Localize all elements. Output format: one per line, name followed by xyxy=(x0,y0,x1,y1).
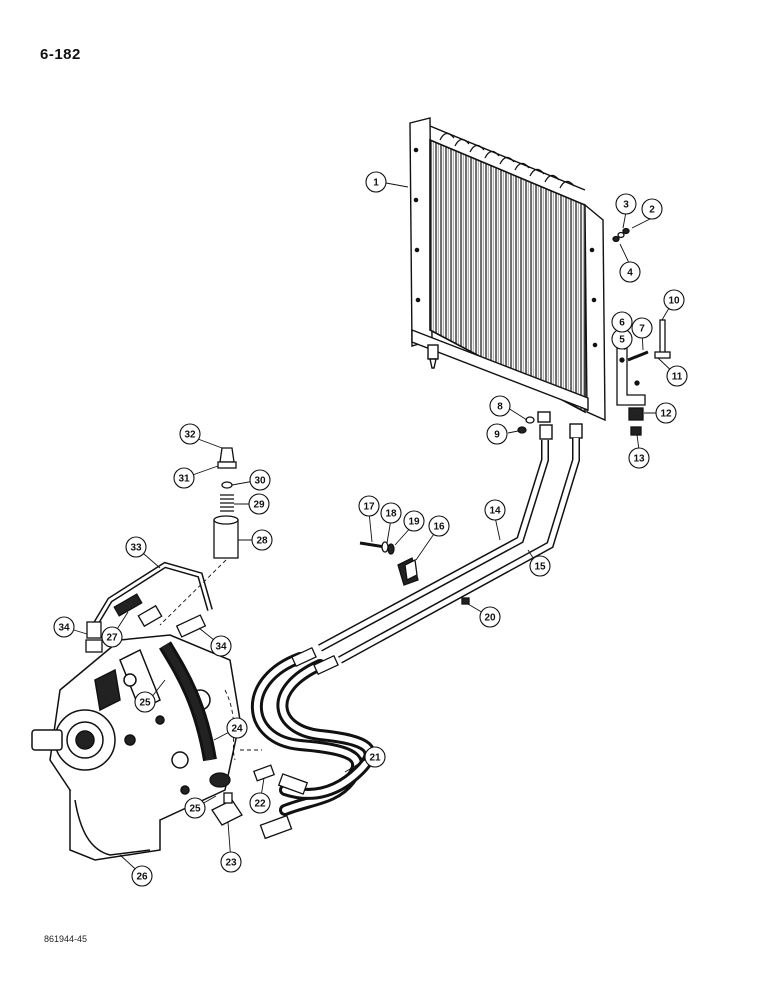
cooler-right-plate xyxy=(584,203,606,422)
svg-text:34: 34 xyxy=(58,623,70,634)
callout-20: 20 xyxy=(479,606,501,628)
svg-text:19: 19 xyxy=(408,517,420,528)
callout-23: 23 xyxy=(220,851,242,873)
callout-22: 22 xyxy=(249,792,271,814)
cooler-core xyxy=(429,138,586,414)
callout-14: 14 xyxy=(484,499,506,521)
callout-1: 1 xyxy=(365,171,387,193)
callout-19: 19 xyxy=(403,510,425,532)
svg-text:31: 31 xyxy=(178,474,190,485)
svg-text:24: 24 xyxy=(231,724,243,735)
svg-text:11: 11 xyxy=(672,372,683,383)
svg-text:12: 12 xyxy=(660,409,672,420)
tube-lines xyxy=(318,438,580,664)
callout-18: 18 xyxy=(380,502,402,524)
svg-text:33: 33 xyxy=(130,543,142,554)
svg-text:29: 29 xyxy=(253,500,265,511)
callout-30: 30 xyxy=(249,469,271,491)
cooler-bottom-rail xyxy=(411,328,589,412)
svg-text:9: 9 xyxy=(494,430,500,441)
transmission-tube xyxy=(92,561,213,627)
callout-9: 9 xyxy=(486,423,508,445)
callout-31: 31 xyxy=(173,467,195,489)
callout-16: 16 xyxy=(428,515,450,537)
relief-valve-parts xyxy=(213,447,239,559)
callout-26: 26 xyxy=(131,865,153,887)
transmission-fittings xyxy=(85,593,207,653)
bypass-hose xyxy=(158,641,217,762)
callout-5: 5 xyxy=(611,328,633,350)
callout-11: 11 xyxy=(666,365,688,387)
callouts: 1 2 3 4 5 6 7 8 9 10 11 12 13 14 15 16 1… xyxy=(53,171,688,887)
hoses xyxy=(250,652,376,816)
hose-fittings xyxy=(259,646,339,840)
callout-25: 25 xyxy=(184,797,206,819)
callout-10: 10 xyxy=(663,289,685,311)
drain-fitting xyxy=(427,344,439,360)
svg-text:28: 28 xyxy=(256,536,268,547)
svg-text:18: 18 xyxy=(385,509,397,520)
page-number: 6-182 xyxy=(40,46,81,63)
callout-12: 12 xyxy=(655,402,677,424)
svg-text:22: 22 xyxy=(254,799,266,810)
callout-15: 15 xyxy=(529,555,551,577)
oil-cooler xyxy=(409,117,606,440)
cooler-left-plate xyxy=(409,117,433,347)
svg-text:15: 15 xyxy=(534,562,546,573)
callout-7: 7 xyxy=(631,317,653,339)
svg-text:34: 34 xyxy=(215,642,227,653)
svg-text:1: 1 xyxy=(373,178,379,189)
svg-text:23: 23 xyxy=(225,858,237,869)
callout-32: 32 xyxy=(179,423,201,445)
tube-clamp xyxy=(359,541,470,605)
svg-text:13: 13 xyxy=(633,454,645,465)
callout-34: 34 xyxy=(53,616,75,638)
svg-text:27: 27 xyxy=(106,633,118,644)
svg-text:26: 26 xyxy=(136,872,148,883)
callout-34: 34 xyxy=(210,635,232,657)
svg-text:2: 2 xyxy=(649,205,655,216)
callout-24: 24 xyxy=(226,717,248,739)
callout-27: 27 xyxy=(101,626,123,648)
svg-text:6: 6 xyxy=(619,318,625,329)
svg-text:25: 25 xyxy=(189,804,201,815)
svg-text:16: 16 xyxy=(433,522,445,533)
cooler-outlet-fittings xyxy=(537,411,583,440)
callout-4: 4 xyxy=(619,261,641,283)
callout-3: 3 xyxy=(615,193,637,215)
svg-text:8: 8 xyxy=(497,402,503,413)
callout-25: 25 xyxy=(134,691,156,713)
svg-text:32: 32 xyxy=(184,430,196,441)
drawing-id: 861944-45 xyxy=(44,934,88,944)
svg-text:17: 17 xyxy=(363,502,375,513)
callout-33: 33 xyxy=(125,536,147,558)
svg-text:25: 25 xyxy=(139,698,151,709)
callout-13: 13 xyxy=(628,447,650,469)
callout-8: 8 xyxy=(489,395,511,417)
svg-text:3: 3 xyxy=(623,200,629,211)
lower-fittings xyxy=(209,764,276,826)
svg-text:14: 14 xyxy=(489,506,501,517)
callout-28: 28 xyxy=(251,529,273,551)
svg-text:20: 20 xyxy=(484,613,496,624)
callout-17: 17 xyxy=(358,495,380,517)
svg-text:21: 21 xyxy=(369,753,381,764)
callout-21: 21 xyxy=(364,746,386,768)
callout-2: 2 xyxy=(641,198,663,220)
svg-text:5: 5 xyxy=(619,335,625,346)
callout-29: 29 xyxy=(248,493,270,515)
svg-text:30: 30 xyxy=(254,476,266,487)
routing-lines xyxy=(159,559,262,761)
svg-text:4: 4 xyxy=(627,268,633,279)
svg-text:10: 10 xyxy=(668,296,680,307)
callout-6: 6 xyxy=(611,311,633,333)
svg-text:7: 7 xyxy=(639,324,645,335)
